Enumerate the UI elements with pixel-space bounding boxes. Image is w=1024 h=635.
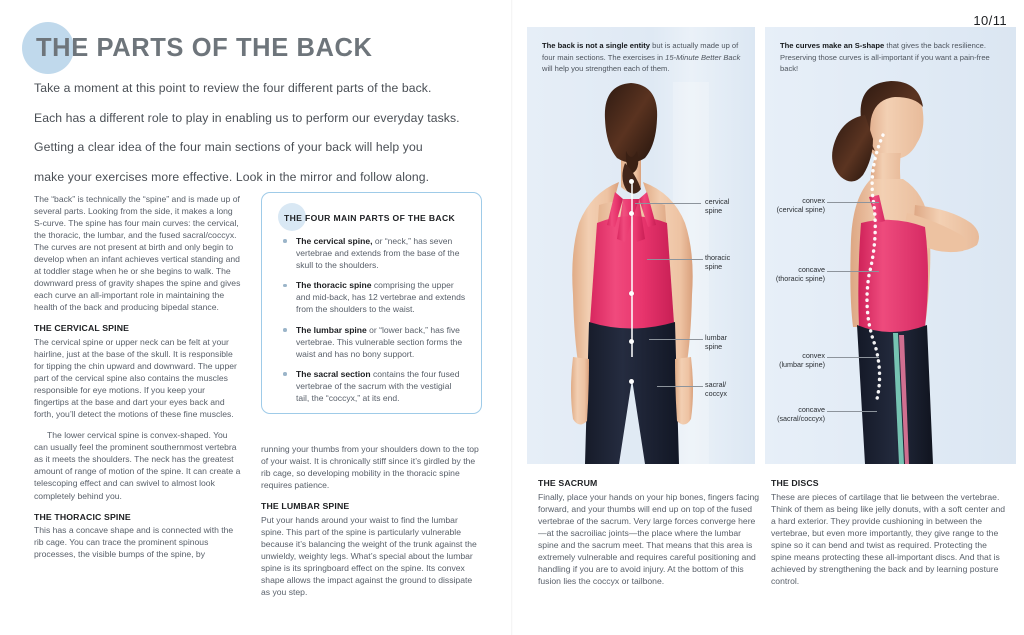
leader-line-thoracic (647, 259, 703, 260)
right-page: 10/11 The back is not a single entity bu… (519, 0, 1024, 635)
list-item-lead: The thoracic spine (296, 280, 372, 291)
list-item-lead: The sacral section (296, 368, 371, 379)
paragraph-cervical-1: The cervical spine or upper neck can be … (34, 336, 237, 420)
intro-line-2: Each has a different role to play in ena… (34, 110, 460, 125)
caption-back-view: The back is not a single entity but is a… (542, 40, 743, 75)
title-accent-circle (22, 22, 74, 74)
caption-text: that gives the back resilience. Preservi… (780, 41, 990, 73)
label-convex-lumbar: convex (lumbar spine) (765, 351, 825, 370)
body-column-b: running your thumbs from your shoulders … (261, 443, 483, 607)
leader-line-convex-cervical (827, 202, 879, 203)
list-item-rest: contains the four fused vertebrae of the… (296, 368, 460, 404)
label-line-2: (sacral/coccyx) (777, 414, 825, 424)
back-view-illustration (527, 27, 755, 464)
paragraph-discs: These are pieces of cartilage that lie b… (771, 491, 1006, 586)
page-gutter-shadow (511, 0, 513, 635)
side-view-illustration (765, 27, 1016, 464)
heading-cervical-spine: THE CERVICAL SPINE (34, 323, 130, 334)
left-page: THE PARTS OF THE BACK Take a moment at t… (22, 22, 504, 607)
intro-line-1: Take a moment at this point to review th… (34, 81, 432, 95)
list-item-rest: comprising the upper and mid-back, has 1… (296, 280, 466, 315)
page-title-block: THE PARTS OF THE BACK (22, 22, 373, 74)
caption-text-b: will help you strengthen each of them. (542, 64, 670, 73)
intro-line-3: Getting a clear idea of the four main se… (34, 140, 423, 154)
label-line-1: concave (798, 405, 825, 414)
paragraph-sacrum: Finally, place your hands on your hip bo… (538, 491, 760, 586)
marker-cervical (629, 179, 634, 184)
body-column-a: The “back” is technically the “spine” an… (34, 193, 242, 569)
label-line-2: spine (705, 342, 723, 352)
label-lumbar-spine: lumbar spine (705, 333, 727, 352)
label-line-1: convex (802, 196, 825, 205)
label-line-1: cervical (705, 197, 730, 206)
caption-book-title: 15-Minute Better Back (665, 52, 741, 62)
list-item-lead: The lumbar spine (296, 324, 367, 335)
marker-cervical-lower (629, 211, 634, 216)
intro-paragraph: Take a moment at this point to review th… (34, 74, 504, 192)
leader-line-concave-sacral (827, 411, 877, 412)
leader-line-cervical (635, 203, 701, 204)
label-line-2: coccyx (705, 389, 727, 399)
label-line-2: (cervical spine) (776, 205, 825, 215)
paragraph-thoracic-2: running your thumbs from your shoulders … (261, 444, 479, 491)
heading-lumbar-spine: THE LUMBAR SPINE (261, 501, 350, 512)
label-cervical-spine: cervical spine (705, 197, 729, 216)
box-heading-block: THE FOUR MAIN PARTS OF THE BACK (278, 203, 481, 231)
marker-thoracic (629, 291, 634, 296)
label-line-2: (thoracic spine) (775, 274, 825, 284)
caption-side-view: The curves make an S-shape that gives th… (780, 40, 1004, 75)
paragraph-lumbar: Put your hands around your waist to find… (261, 514, 477, 597)
label-line-1: concave (798, 265, 825, 274)
leader-line-sacral (657, 386, 703, 387)
list-item-rest: or “lower back,” has five vertebrae. Thi… (296, 324, 463, 359)
list-item-rest: or “neck,” has seven vertebrae and exten… (296, 236, 460, 271)
label-thoracic-spine: thoracic spine (705, 253, 730, 272)
label-line-2: spine (705, 206, 723, 216)
leader-line-lumbar (649, 339, 703, 340)
label-line-1: lumbar (705, 333, 727, 342)
photo-side-view: The curves make an S-shape that gives th… (765, 27, 1016, 464)
list-item-lead: The cervical spine, (296, 236, 373, 246)
page-number: 10/11 (973, 13, 1007, 28)
label-sacral-coccyx: sacral/ coccyx (705, 380, 727, 399)
list-item: The lumbar spine or “lower back,” has fi… (282, 324, 467, 360)
heading-discs: THE DISCS (771, 478, 819, 488)
label-line-2: spine (705, 262, 723, 272)
box-accent-circle (278, 203, 306, 231)
list-item: The cervical spine, or “neck,” has seven… (282, 235, 467, 271)
leader-line-concave-thoracic (827, 271, 879, 272)
caption-lead: The back is not a single entity (542, 41, 651, 50)
paragraph-cervical-2: The lower cervical spine is convex-shape… (34, 430, 241, 501)
heading-sacrum: THE SACRUM (538, 478, 598, 488)
photo-back-view: The back is not a single entity but is a… (527, 27, 755, 464)
label-line-1: thoracic (705, 253, 731, 262)
caption-lead: The curves make an S-shape (780, 41, 885, 50)
leader-line-convex-lumbar (827, 357, 879, 358)
label-concave-thoracic: concave (thoracic spine) (765, 265, 825, 284)
intro-line-4: make your exercises more effective. Look… (34, 169, 430, 184)
label-line-2: (lumbar spine) (779, 360, 825, 370)
caption-text-a: but is actually made up of four main sec… (542, 41, 739, 62)
section-the-sacrum: THE SACRUM Finally, place your hands on … (538, 477, 763, 587)
list-item: The sacral section contains the four fus… (282, 368, 467, 404)
marker-lumbar (629, 339, 634, 344)
list-item: The thoracic spine comprising the upper … (282, 279, 467, 315)
four-main-parts-box: THE FOUR MAIN PARTS OF THE BACK The cerv… (261, 192, 482, 414)
label-line-1: sacral/ (705, 380, 727, 389)
label-concave-sacral: concave (sacral/coccyx) (765, 405, 825, 424)
four-parts-list: The cervical spine, or “neck,” has seven… (282, 235, 467, 404)
label-line-1: convex (802, 351, 825, 360)
marker-sacral (629, 379, 634, 384)
label-convex-cervical: convex (cervical spine) (765, 196, 825, 215)
box-title: THE FOUR MAIN PARTS OF THE BACK (284, 213, 456, 223)
page-title: THE PARTS OF THE BACK (36, 34, 373, 62)
section-the-discs: THE DISCS These are pieces of cartilage … (771, 477, 1007, 587)
paragraph-spine-overview: The “back” is technically the “spine” an… (34, 194, 241, 313)
paragraph-thoracic-1: This has a concave shape and is connecte… (34, 525, 234, 560)
heading-thoracic-spine: THE THORACIC SPINE (34, 511, 131, 522)
